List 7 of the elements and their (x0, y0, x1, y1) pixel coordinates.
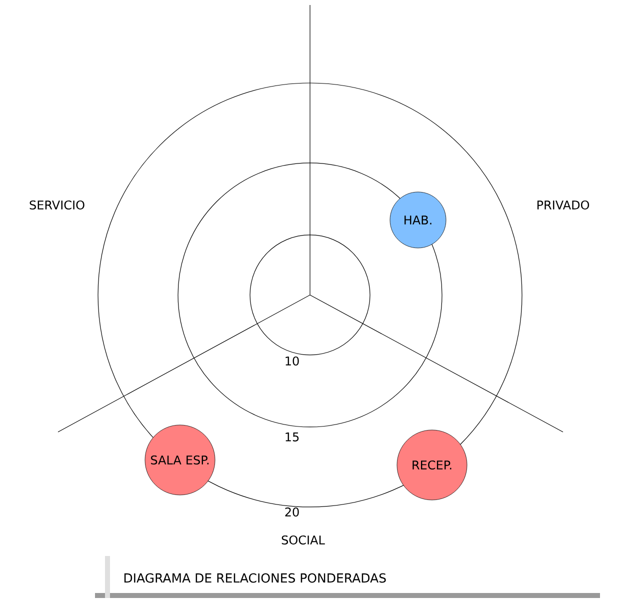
ring-value: 10 (286, 356, 299, 366)
zone-label: SOCIAL (282, 535, 325, 545)
zone-label: PRIVADO (537, 200, 590, 210)
ring-value: 20 (285, 507, 299, 517)
zone-label: SERVICIO (30, 200, 84, 210)
ring-value: 15 (286, 432, 299, 442)
diagram-title: DIAGRAMA DE RELACIONES PONDERADAS (124, 573, 386, 583)
